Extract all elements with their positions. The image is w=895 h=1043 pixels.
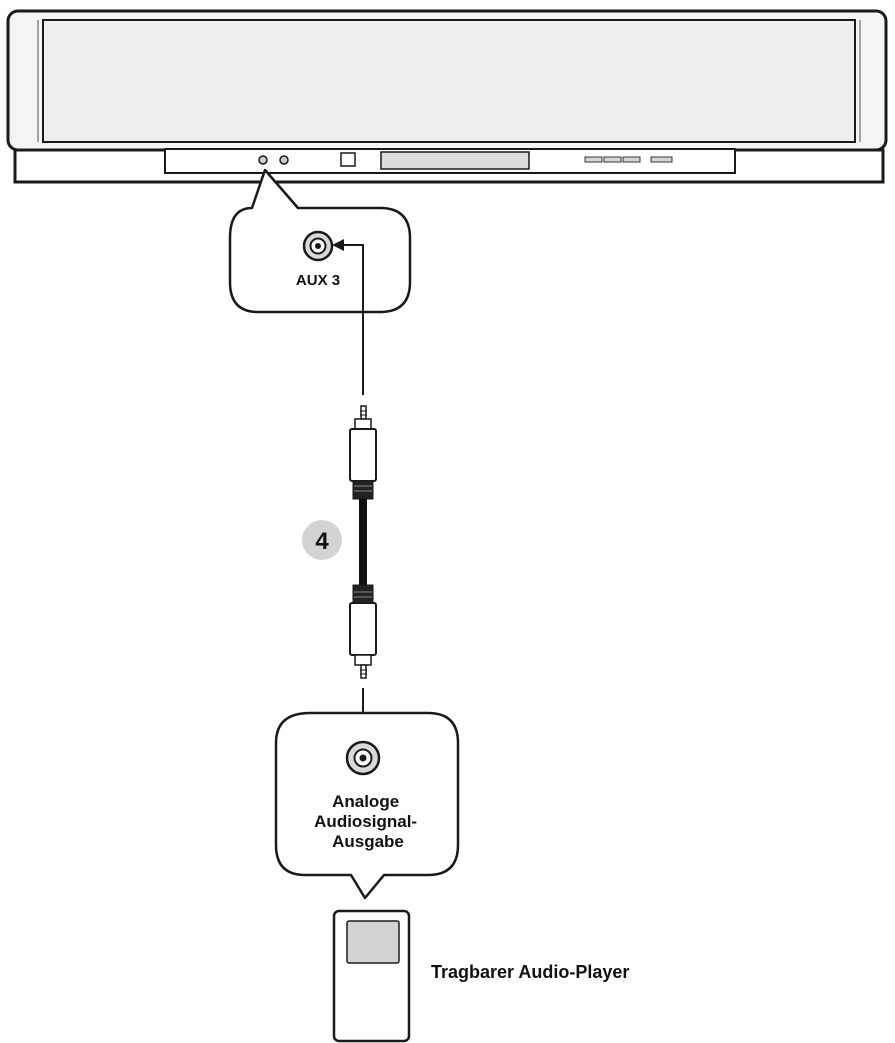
output-callout-bubble <box>274 711 460 900</box>
output-label: Analoge Audiosignal- Ausgabe <box>314 792 422 851</box>
player-label: Tragbarer Audio-Player <box>431 962 629 982</box>
arrow-head-icon <box>332 239 344 251</box>
output-label-line: Analoge <box>332 792 399 811</box>
aux-callout: AUX 3 <box>228 168 412 314</box>
sensor-icon <box>340 152 356 167</box>
panel-button-icon <box>622 156 641 163</box>
cable-lead-top <box>337 244 364 395</box>
step-number: 4 <box>315 528 329 555</box>
cable-body <box>359 499 367 585</box>
output-label-line: Ausgabe <box>332 832 404 851</box>
output-callout: Analoge Audiosignal- Ausgabe <box>274 711 460 900</box>
output-label-line: Audiosignal- <box>314 812 417 831</box>
front-display <box>380 151 530 170</box>
audio-cable <box>332 239 377 733</box>
plug-bottom <box>349 584 377 679</box>
panel-jack-icon <box>279 155 289 165</box>
panel-jack-icon <box>258 155 268 165</box>
panel-button-icon <box>650 156 673 163</box>
player-screen <box>346 920 400 964</box>
panel-button-icon <box>603 156 622 163</box>
plug-top <box>349 405 377 500</box>
soundbar-grille <box>42 19 856 143</box>
soundbar <box>6 9 888 184</box>
step-badge: 4 <box>302 520 342 560</box>
portable-player <box>332 909 411 1043</box>
panel-button-icon <box>584 156 603 163</box>
aux-jack-label: AUX 3 <box>296 272 340 289</box>
